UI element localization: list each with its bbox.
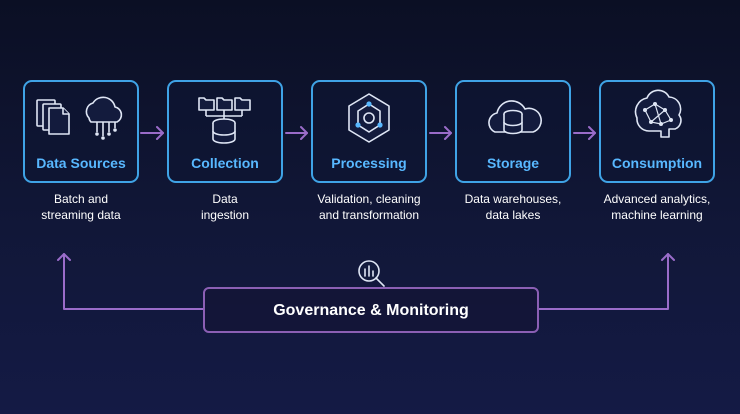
stage-description-line: data lakes: [485, 208, 541, 222]
stage-description-line: ingestion: [200, 208, 250, 222]
stage-title: Storage: [486, 155, 540, 171]
arrow-storage-to-consumption: [573, 126, 596, 140]
governance-loop-right: [538, 253, 675, 310]
stage-description-storage: Data warehouses, data lakes: [438, 191, 588, 223]
documents-and-cloud-icon: [36, 96, 123, 140]
stage-title: Consumption: [611, 155, 703, 171]
stage-consumption: Consumption: [599, 80, 715, 183]
brain-network-icon: [634, 89, 682, 138]
stage-description-data-sources: Batch and streaming data: [6, 191, 156, 223]
stage-data-sources: Data Sources: [23, 80, 139, 183]
governance-label: Governance & Monitoring: [273, 302, 469, 319]
arrow-sources-to-collection: [140, 126, 164, 140]
stage-description-line: streaming data: [41, 208, 121, 222]
stage-description-line: Advanced analytics,: [603, 192, 711, 206]
stage-description-collection: Data ingestion: [150, 191, 300, 223]
arrow-collection-to-processing: [285, 126, 308, 140]
governance-loop-left: [57, 253, 204, 310]
magnifier-chart-icon: [358, 260, 385, 287]
hexagon-processor-icon: [348, 93, 390, 143]
stage-description-line: Data warehouses,: [464, 192, 562, 206]
stage-storage: Storage: [455, 80, 571, 183]
governance-box: Governance & Monitoring: [203, 287, 539, 333]
stage-title: Collection: [191, 155, 259, 171]
stage-title: Data Sources: [36, 155, 126, 171]
arrow-processing-to-storage: [429, 126, 452, 140]
folders-to-database-icon: [198, 97, 251, 144]
stage-title: Processing: [331, 155, 407, 171]
cloud-database-icon: [488, 100, 542, 135]
stage-description-line: Batch and: [53, 192, 109, 206]
stage-processing: Processing: [311, 80, 427, 183]
stage-description-processing: Validation, cleaning and transformation: [294, 191, 444, 223]
stage-description-line: machine learning: [611, 208, 703, 222]
stage-description-line: Data: [212, 192, 238, 206]
stage-collection: Collection: [167, 80, 283, 183]
stage-description-line: and transformation: [318, 208, 420, 222]
stage-description-consumption: Advanced analytics, machine learning: [582, 191, 732, 223]
stage-description-line: Validation, cleaning: [317, 192, 421, 206]
